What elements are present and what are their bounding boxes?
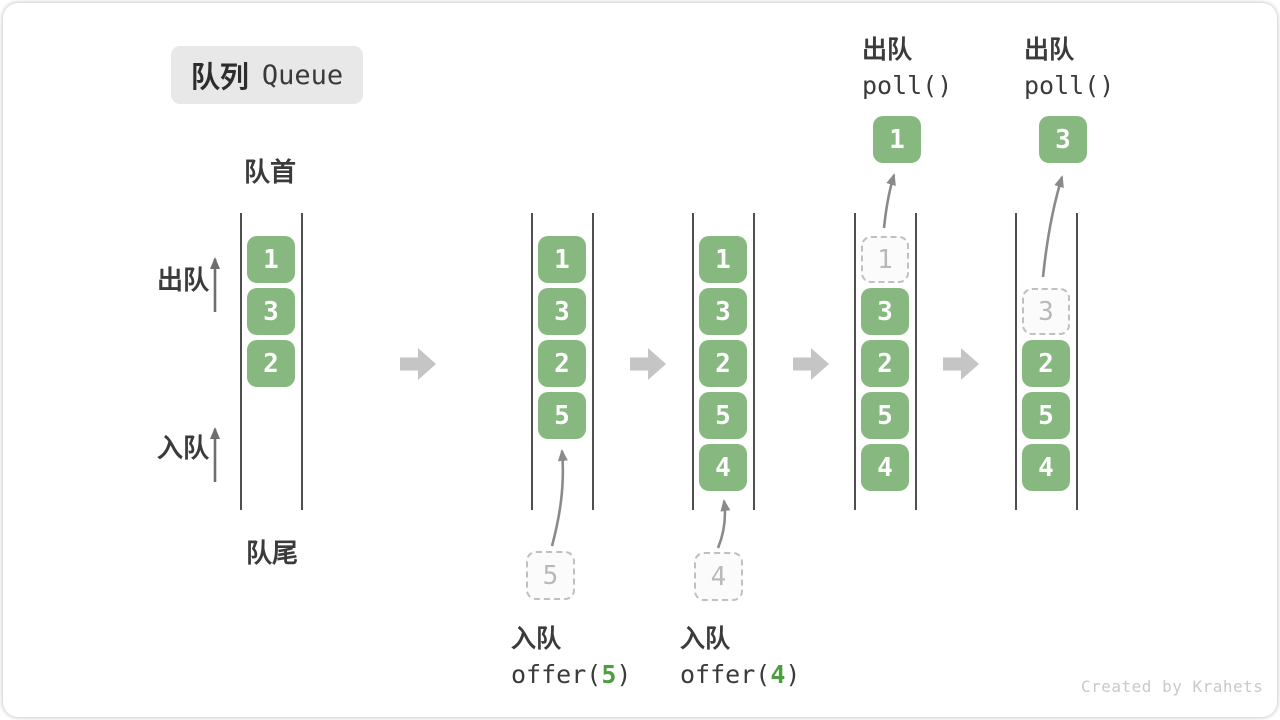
queue5-right-wall [1076,213,1078,510]
queue5-left-wall [1015,213,1017,510]
transition-arrow-3 [793,348,829,380]
transition-arrow-1 [400,348,436,380]
queue5-cell: 4 [1022,444,1070,491]
queue3-right-wall [753,213,755,510]
op-enqueue4: 入队 offer(4) [680,622,800,692]
offer5-arrow [550,449,568,547]
queue3-cell: 1 [699,236,747,283]
queue4-popped-cell: 1 [873,116,921,163]
queue4-left-wall [854,213,856,510]
title-zh: 队列 [190,62,249,94]
queue1-right-wall [301,213,303,510]
queue3-cell: 5 [699,392,747,439]
op-dequeue2-label: 出队 [1024,36,1075,64]
queue3-cell: 2 [699,340,747,387]
queue1-left-wall [240,213,242,510]
label-queue-rear: 队尾 [246,538,299,568]
op-enqueue4-arg: 4 [770,660,786,689]
arrows-overlay [210,173,1064,549]
transition-arrow-2 [630,348,666,380]
queue-diagram-canvas: 队列 Queue 队首 队尾 出队 入队 1 3 2 1 3 2 5 5 1 3… [3,3,1277,717]
queue2-left-wall [531,213,533,510]
queue4-removed-cell: 1 [861,236,909,283]
queue2-cell: 1 [538,236,586,283]
queue4-cell: 4 [861,444,909,491]
queue3-cell: 4 [699,444,747,491]
queue4-cell: 3 [861,288,909,335]
queue3-left-wall [692,213,694,510]
label-queue-front: 队首 [244,157,297,187]
op-dequeue1: 出队 poll() [862,33,952,103]
queue2-cell: 2 [538,340,586,387]
queue2-cell: 5 [538,392,586,439]
offer4-arrow [716,499,731,549]
op-dequeue2-code: poll() [1024,71,1115,100]
op-enqueue5-fn: offer( [511,660,602,689]
queue1-cell: 1 [247,236,295,283]
label-enqueue: 入队 [157,433,210,463]
op-enqueue5-code: offer(5) [511,657,631,692]
watermark: Created by Krahets [1081,677,1264,696]
op-enqueue5-label: 入队 [511,625,562,653]
queue2-staged-cell: 5 [526,551,575,600]
queue5-cell: 2 [1022,340,1070,387]
queue3-cell: 3 [699,288,747,335]
queue5-removed-cell: 3 [1022,288,1070,335]
op-enqueue5-arg: 5 [601,660,617,689]
queue1-cell: 2 [247,340,295,387]
op-enqueue4-label: 入队 [680,625,731,653]
queue4-right-wall [915,213,917,510]
title-badge: 队列 Queue [171,46,363,104]
title-en: Queue [261,59,344,91]
queue2-right-wall [592,213,594,510]
op-dequeue2: 出队 poll() [1024,33,1114,103]
op-enqueue5: 入队 offer(5) [511,622,631,692]
poll1-arrow [882,173,896,229]
queue5-popped-cell: 3 [1039,116,1087,163]
op-dequeue1-code: poll() [862,71,953,100]
poll2-arrow [1041,175,1064,278]
queue4-cell: 2 [861,340,909,387]
queue3-staged-cell: 4 [694,552,743,601]
queue4-cell: 5 [861,392,909,439]
queue1-cell: 3 [247,288,295,335]
op-enqueue5-close: ) [616,660,632,689]
op-enqueue4-close: ) [785,660,801,689]
queue5-cell: 5 [1022,392,1070,439]
label-dequeue: 出队 [157,265,210,295]
op-enqueue4-code: offer(4) [680,657,800,692]
op-dequeue1-label: 出队 [862,36,913,64]
queue2-cell: 3 [538,288,586,335]
transition-arrow-4 [943,348,979,380]
op-enqueue4-fn: offer( [680,660,771,689]
